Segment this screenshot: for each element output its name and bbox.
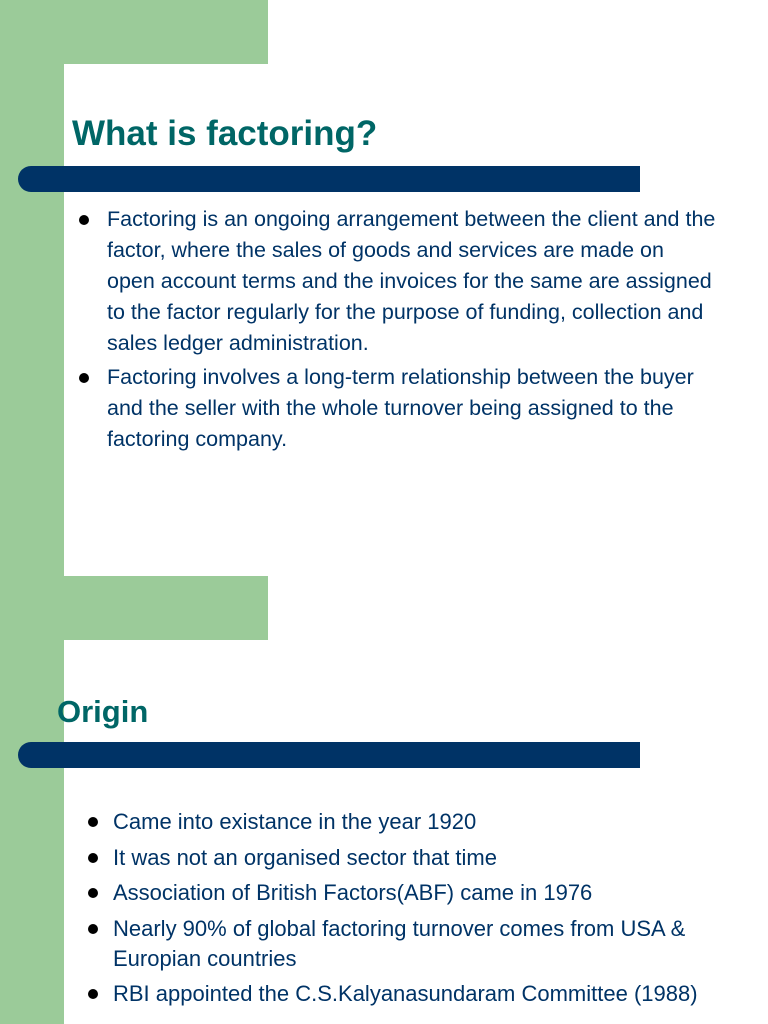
slide-origin: Origin Came into existance in the year 1… xyxy=(0,576,768,1024)
bullet-text: Came into existance in the year 1920 xyxy=(113,809,477,834)
bullet-item: Came into existance in the year 1920 xyxy=(82,807,732,837)
bullet-list: Came into existance in the year 1920 It … xyxy=(82,807,732,1015)
bullet-text: It was not an organised sector that time xyxy=(113,844,497,870)
title-underline-bar xyxy=(18,166,640,192)
slide-title: Origin xyxy=(57,694,149,729)
content-panel xyxy=(64,64,768,576)
slide-what-is-factoring: What is factoring? Factoring is an ongoi… xyxy=(0,0,768,576)
green-top-band xyxy=(0,0,268,64)
bullet-dot-icon xyxy=(79,215,89,225)
slide-title: What is factoring? xyxy=(72,114,378,153)
bullet-dot-icon xyxy=(88,989,98,999)
green-side-band xyxy=(0,0,64,576)
bullet-dot-icon xyxy=(79,373,89,383)
bullet-dot-icon xyxy=(88,852,98,863)
title-underline-bar xyxy=(18,742,640,768)
bullet-text: Association of British Factors(ABF) came… xyxy=(113,880,593,905)
bullet-item: Factoring is an ongoing arrangement betw… xyxy=(76,204,716,359)
bullet-item: It was not an organised sector that time xyxy=(82,843,732,873)
bullet-item: RBI appointed the C.S.Kalyanasundaram Co… xyxy=(82,979,732,1009)
bullet-dot-icon xyxy=(88,888,98,898)
bullet-dot-icon xyxy=(88,817,98,827)
bullet-text: Nearly 90% of global factoring turnover … xyxy=(113,915,686,971)
bullet-item: Nearly 90% of global factoring turnover … xyxy=(82,914,732,974)
bullet-dot-icon xyxy=(88,923,98,934)
bullet-text: RBI appointed the C.S.Kalyanasundaram Co… xyxy=(113,981,698,1006)
bullet-item: Factoring involves a long-term relations… xyxy=(76,362,716,455)
bullet-list: Factoring is an ongoing arrangement betw… xyxy=(76,204,716,458)
bullet-item: Association of British Factors(ABF) came… xyxy=(82,878,732,908)
bullet-text: Factoring involves a long-term relations… xyxy=(107,365,694,451)
content-panel xyxy=(64,640,768,1024)
green-top-band xyxy=(0,576,268,640)
bullet-text: Factoring is an ongoing arrangement betw… xyxy=(107,207,716,355)
green-side-band xyxy=(0,576,64,1024)
